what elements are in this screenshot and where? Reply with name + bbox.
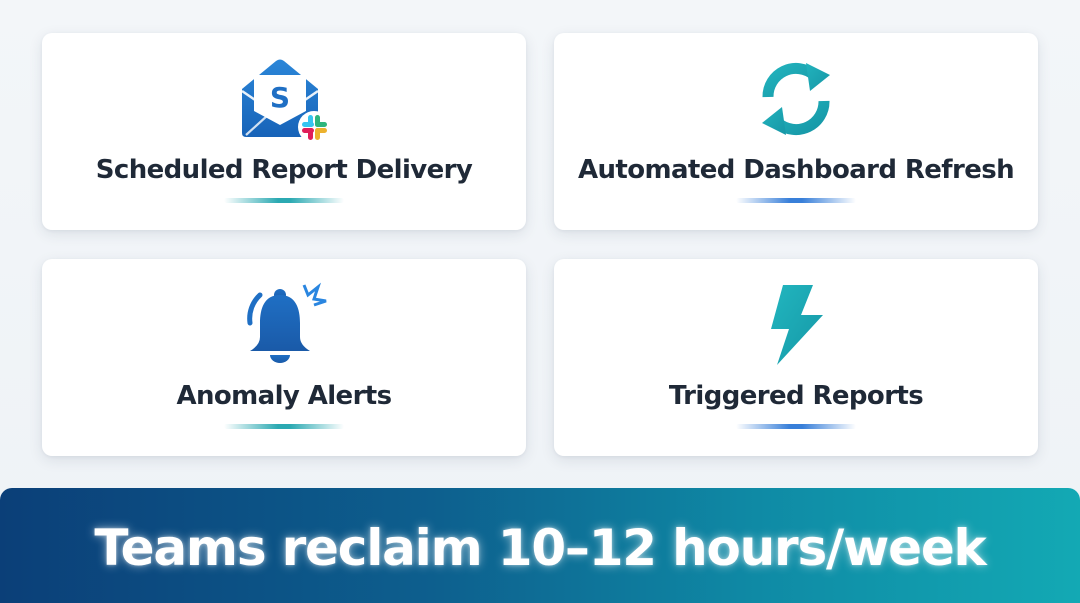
time-saved-banner: Teams reclaim 10–12 hours/week: [0, 488, 1080, 603]
lightning-bolt-icon: [746, 279, 846, 371]
svg-text:S: S: [270, 81, 290, 114]
accent-underline: [736, 424, 856, 429]
card-anomaly-alerts: Anomaly Alerts: [42, 259, 526, 456]
card-title: Anomaly Alerts: [176, 381, 392, 411]
card-title: Triggered Reports: [668, 381, 924, 411]
accent-underline: [736, 198, 856, 203]
card-scheduled-report-delivery: S Scheduled Report Delivery: [42, 33, 526, 230]
accent-underline: [224, 424, 344, 429]
card-title: Scheduled Report Delivery: [95, 155, 473, 185]
banner-headline: Teams reclaim 10–12 hours/week: [94, 518, 986, 577]
card-automated-dashboard-refresh: Automated Dashboard Refresh: [554, 33, 1038, 230]
refresh-icon: [746, 53, 846, 145]
accent-underline: [224, 198, 344, 203]
alert-bell-icon: [234, 279, 334, 371]
card-triggered-reports: Triggered Reports: [554, 259, 1038, 456]
card-title: Automated Dashboard Refresh: [577, 155, 1015, 185]
email-slack-icon: S: [234, 53, 334, 145]
